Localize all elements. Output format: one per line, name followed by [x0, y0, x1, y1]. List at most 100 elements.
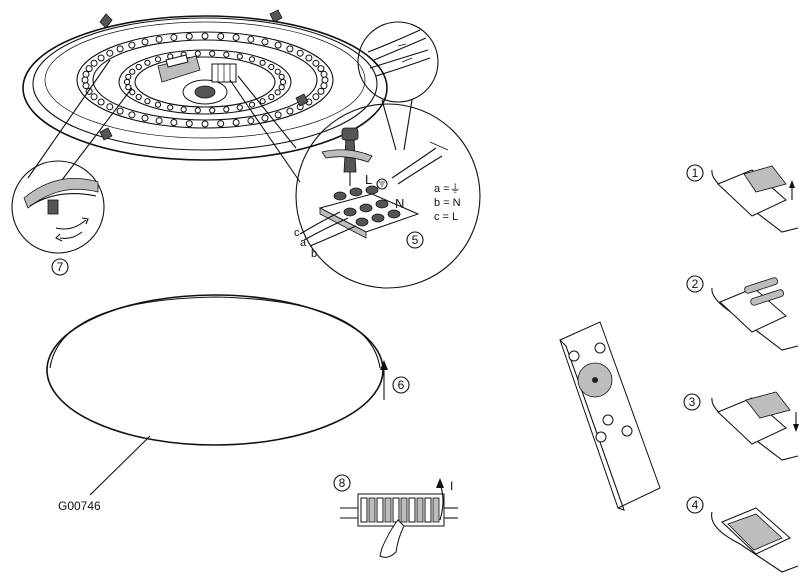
led-bead: [274, 89, 281, 96]
led-bead: [82, 82, 90, 90]
detail-bubble-7: [11, 160, 105, 254]
terminal-slot: [376, 497, 384, 523]
led-bead: [135, 63, 142, 71]
led-bead: [170, 34, 178, 41]
step-3-marker: 3: [683, 393, 701, 411]
step-3-number: 3: [689, 395, 696, 409]
led-bead: [223, 106, 230, 113]
wire-label-c: c: [294, 227, 300, 239]
battery-step-4: [711, 507, 799, 573]
led-bead: [125, 73, 132, 80]
led-bead: [232, 119, 240, 126]
led-bead: [123, 78, 131, 86]
led-bead: [141, 114, 149, 122]
led-bead: [261, 38, 269, 46]
led-bead: [155, 117, 163, 125]
legend-a: a =⏚: [434, 182, 461, 195]
led-bead: [128, 41, 136, 49]
led-bead: [116, 45, 124, 53]
led-bead: [209, 50, 216, 57]
led-bead: [154, 56, 162, 63]
led-bead: [320, 82, 328, 90]
led-bead: [180, 106, 187, 113]
led-bead: [85, 65, 93, 73]
battery-step-2: [711, 277, 799, 351]
led-bead: [201, 120, 209, 128]
step-5-number: 5: [412, 233, 419, 247]
terminal-slot: [400, 497, 408, 523]
terminal-slot: [384, 497, 392, 523]
led-bead: [209, 107, 216, 114]
remote-button-left: [568, 350, 580, 362]
led-bead: [259, 59, 266, 66]
led-bead: [261, 114, 269, 122]
led-bead: [185, 32, 193, 40]
lamp-base-plate: [22, 9, 388, 183]
step-7-marker: 7: [51, 258, 69, 276]
led-bead: [286, 107, 294, 115]
led-bead: [312, 59, 320, 67]
remote-button-mid: [602, 414, 614, 426]
led-bead: [116, 107, 124, 115]
led-bead: [129, 68, 136, 75]
led-bead: [185, 120, 193, 128]
led-bead: [97, 54, 105, 62]
battery-step-1: [711, 165, 799, 233]
step-8-arrow-mark: I: [450, 479, 453, 493]
led-bead: [268, 63, 275, 71]
terminal-label-L: L: [365, 172, 372, 187]
led-bead: [217, 120, 225, 128]
terminal-slot: [408, 497, 416, 523]
led-bead: [129, 89, 136, 96]
step-2-number: 2: [692, 277, 699, 291]
terminal-strip-detail: [340, 478, 458, 558]
step-6-number: 6: [398, 378, 405, 392]
led-bead: [296, 49, 304, 57]
led-bead: [278, 84, 285, 91]
terminal-screws: [333, 185, 401, 227]
led-bead: [236, 104, 243, 111]
led-bead: [317, 65, 325, 73]
led-bead: [217, 32, 225, 40]
led-bead: [128, 111, 136, 119]
step-6-marker: 6: [380, 360, 410, 400]
led-bead: [155, 35, 163, 43]
terminal-slot: [432, 497, 440, 523]
led-bead: [286, 45, 294, 53]
led-bead: [320, 70, 328, 78]
step-8-number: 8: [339, 476, 346, 490]
remote-button-low-left: [595, 431, 607, 443]
legend-b: b = N: [434, 197, 461, 209]
led-bead: [201, 32, 209, 40]
led-bead: [247, 117, 255, 125]
terminal-slot: [392, 497, 400, 523]
wire-label-b: b: [311, 248, 317, 260]
led-bead: [90, 93, 98, 101]
led-bead: [279, 78, 287, 86]
led-ring-outer: [81, 32, 329, 128]
lamp-diffuser: [46, 294, 384, 496]
remote-button-right: [594, 342, 606, 354]
led-bead: [97, 98, 105, 106]
led-bead: [135, 93, 142, 101]
led-bead: [82, 70, 90, 78]
diagram-code: G00746: [58, 499, 101, 513]
led-bead: [167, 104, 174, 111]
led-bead: [194, 107, 201, 114]
led-bead: [259, 98, 266, 105]
led-bead: [317, 87, 325, 95]
led-bead: [194, 50, 201, 57]
step-1-number: 1: [692, 166, 699, 180]
remote-button-low-right: [621, 425, 633, 437]
wire-label-a: a: [300, 237, 307, 249]
step-4-number: 4: [692, 498, 699, 512]
led-bead: [170, 119, 178, 126]
wiring-detail-bubble: [295, 103, 481, 289]
led-bead: [81, 76, 89, 84]
led-bead: [321, 76, 329, 84]
wire-strip-detail: [357, 21, 439, 151]
step-1-marker: 1: [686, 164, 704, 182]
led-bead: [305, 54, 313, 62]
led-bead: [232, 34, 240, 41]
